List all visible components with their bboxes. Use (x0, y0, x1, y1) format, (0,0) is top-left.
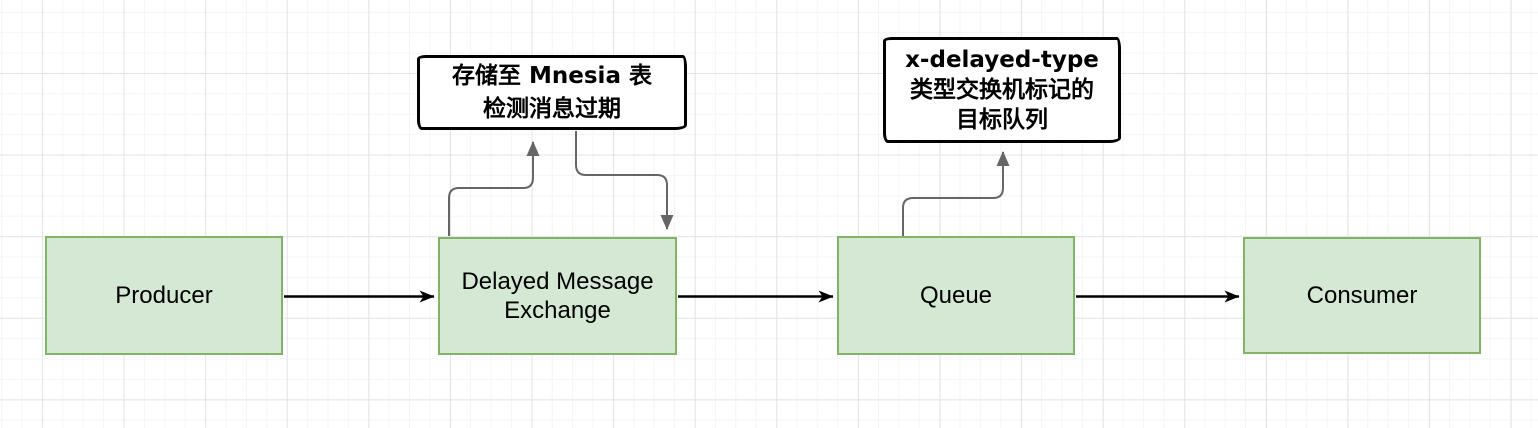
node-consumer[interactable]: Consumer (1243, 237, 1481, 354)
node-producer-label: Producer (115, 282, 213, 309)
node-delayed-message-exchange-label: Delayed Message Exchange (461, 268, 654, 324)
node-queue-label: Queue (919, 282, 993, 309)
note-x-delayed-type-line-2: 类型交换机标记的 (910, 77, 1094, 103)
node-producer[interactable]: Producer (45, 236, 283, 355)
node-delayed-message-exchange[interactable]: Delayed Message Exchange (438, 237, 677, 355)
note-mnesia-line-1: 存储至 Mnesia 表 (452, 62, 652, 89)
node-queue[interactable]: Queue (837, 236, 1075, 355)
arrow-exchange-to-mnesia-note[interactable] (448, 141, 540, 236)
note-x-delayed-type-line-1: x-delayed-type (905, 47, 1099, 73)
note-x-delayed-type-line-3: 目标队列 (956, 107, 1048, 133)
arrow-mnesia-note-to-exchange[interactable] (575, 131, 674, 230)
arrow-queue-to-xdelayed-note[interactable] (902, 151, 1010, 236)
node-consumer-label: Consumer (1306, 282, 1418, 309)
note-mnesia[interactable]: 存储至 Mnesia 表 检测消息过期 (417, 55, 687, 130)
note-x-delayed-type[interactable]: x-delayed-type 类型交换机标记的 目标队列 (883, 37, 1121, 143)
note-mnesia-line-2: 检测消息过期 (483, 95, 621, 122)
